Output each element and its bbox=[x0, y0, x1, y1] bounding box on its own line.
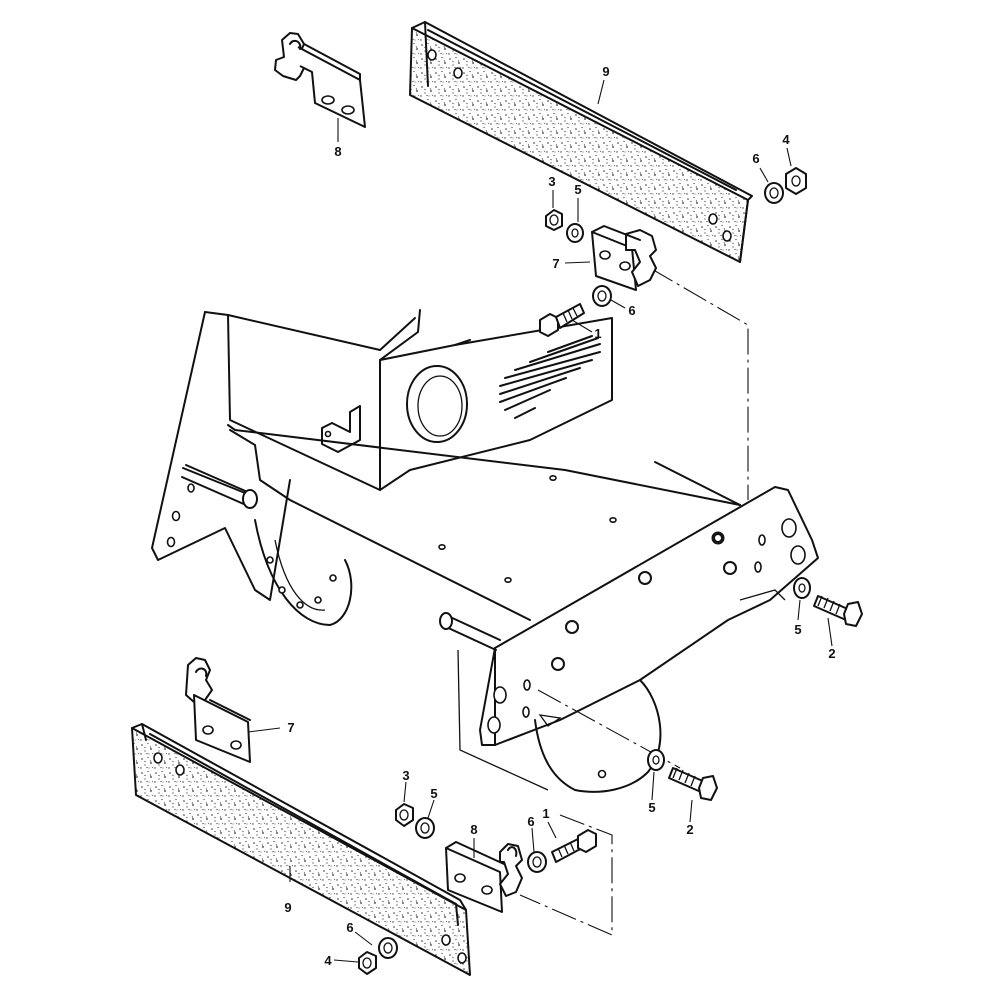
callout-labels: 9 8 3 5 6 4 7 6 1 5 2 7 5 2 3 5 1 8 6 9 … bbox=[284, 64, 835, 968]
lower-bracket-7 bbox=[185, 657, 251, 763]
callout-upper-bracket-8: 8 bbox=[334, 144, 341, 159]
upper-bracket-8 bbox=[274, 32, 366, 128]
upper-hardware bbox=[539, 167, 807, 337]
callout-lower-scraper-9: 9 bbox=[284, 900, 291, 915]
callout-lower-washer-5: 5 bbox=[430, 786, 437, 801]
lower-left-hardware bbox=[358, 803, 597, 975]
callout-upper-washer-6-mid: 6 bbox=[628, 303, 635, 318]
callout-upper-bolt-1: 1 bbox=[594, 326, 601, 341]
callout-lower-bolt-1: 1 bbox=[542, 806, 549, 821]
callout-upper-nut-3: 3 bbox=[548, 174, 555, 189]
vent-slots bbox=[499, 335, 601, 419]
lower-bracket-8 bbox=[445, 841, 523, 913]
lower-scraper-bar bbox=[131, 723, 471, 976]
upper-bracket-7 bbox=[591, 225, 657, 291]
callout-right-bolt-2: 2 bbox=[828, 646, 835, 661]
right-hardware bbox=[793, 577, 863, 627]
callout-upper-scraper-9: 9 bbox=[602, 64, 609, 79]
upper-scraper-bar bbox=[409, 21, 753, 263]
callout-lower-nut-3: 3 bbox=[402, 768, 409, 783]
callout-upper-bracket-7: 7 bbox=[552, 256, 559, 271]
callout-right-washer-5: 5 bbox=[794, 622, 801, 637]
callout-lower-bracket-7: 7 bbox=[287, 720, 294, 735]
callout-lower-bracket-8: 8 bbox=[470, 822, 477, 837]
callout-lower-washer-6-mid: 6 bbox=[527, 814, 534, 829]
callout-upper-washer-5: 5 bbox=[574, 182, 581, 197]
callout-lower-washer-6: 6 bbox=[346, 920, 353, 935]
callout-upper-nut-4: 4 bbox=[782, 132, 790, 147]
machine-frame bbox=[151, 309, 819, 793]
leader-lines bbox=[247, 79, 833, 963]
lower-right-hardware bbox=[647, 749, 718, 801]
callout-lower-bolt-2: 2 bbox=[686, 822, 693, 837]
callout-lower-washer-5-right: 5 bbox=[648, 800, 655, 815]
callout-lower-nut-4: 4 bbox=[324, 953, 332, 968]
callout-upper-washer-6-right: 6 bbox=[752, 151, 759, 166]
